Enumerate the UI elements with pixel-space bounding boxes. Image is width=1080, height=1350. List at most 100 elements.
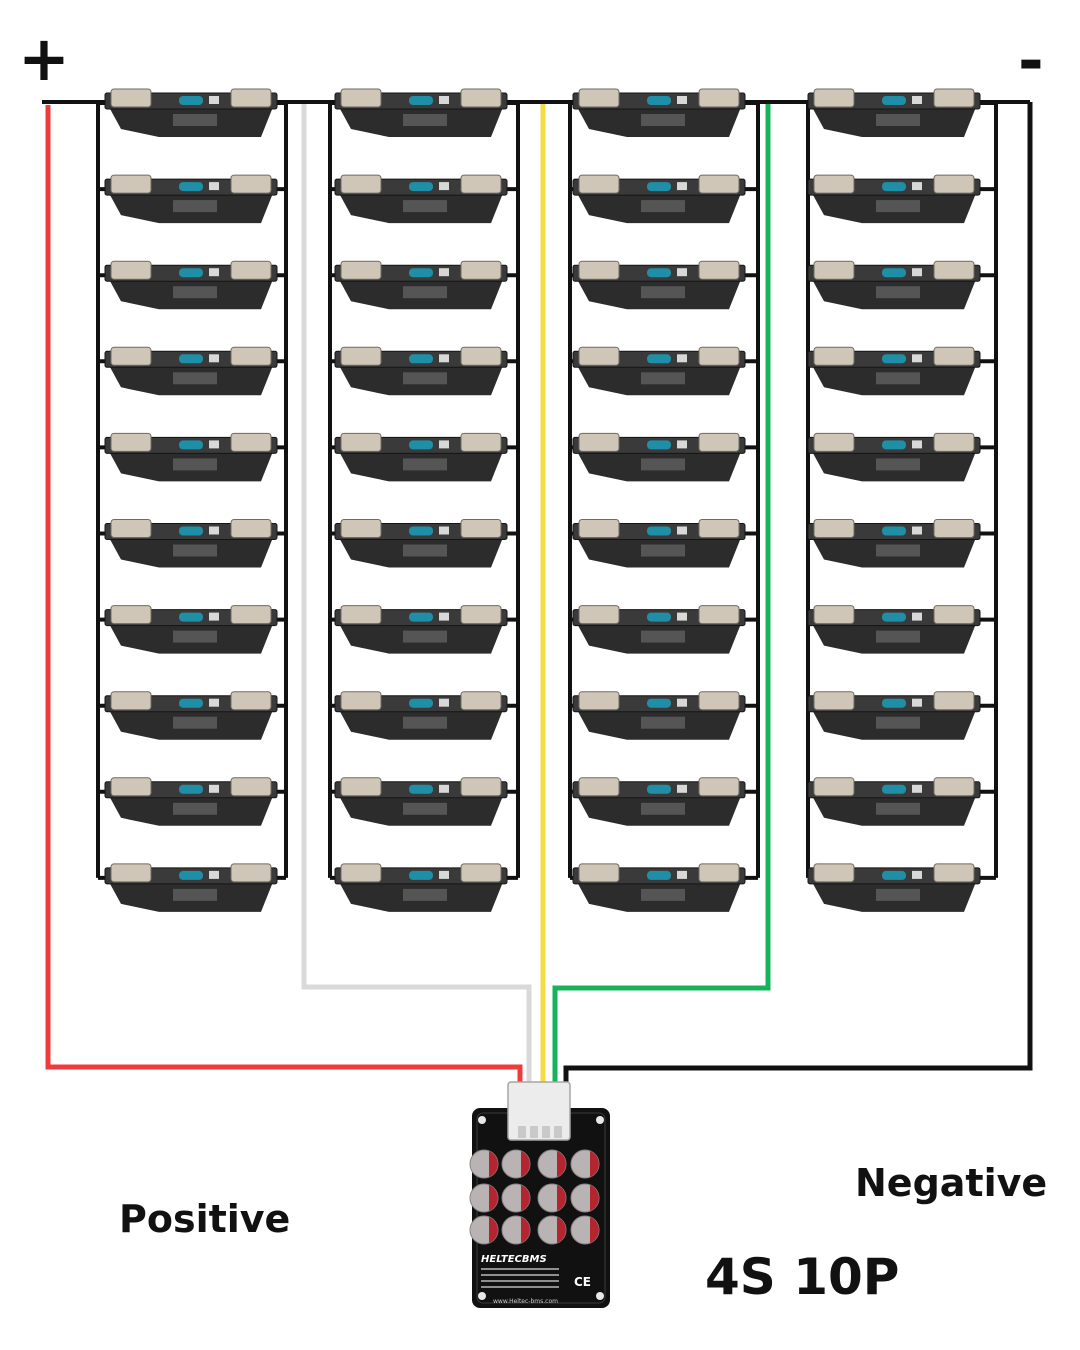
cell-terminal-left [578, 777, 620, 797]
battery-cell [104, 605, 278, 654]
board-spec-line [481, 1274, 559, 1276]
cell-terminal-left [340, 260, 382, 280]
cell-label-sticker [677, 526, 687, 535]
cell-terminal-left [813, 432, 855, 452]
cell-info-label [403, 458, 447, 471]
battery-cell [334, 260, 508, 310]
negative-terminal-sign: - [1018, 24, 1044, 97]
battery-cell [334, 605, 508, 654]
board-spec-line [481, 1286, 559, 1288]
battery-cell [807, 863, 981, 912]
connector-pin [542, 1126, 550, 1138]
cell-terminal-right [933, 863, 975, 883]
cell-label-sticker [439, 526, 449, 535]
battery-cell [572, 346, 746, 396]
cell-terminal-right [460, 691, 502, 711]
cell-info-label [876, 802, 920, 815]
cell-label-sticker [439, 870, 449, 879]
cell-label-sticker [912, 96, 922, 104]
capacitor [501, 1149, 531, 1179]
cell-terminal-left [813, 605, 855, 625]
battery-cell [334, 346, 508, 396]
capacitor-band [590, 1185, 599, 1211]
cell-vent [882, 698, 906, 708]
cell-vent [179, 526, 203, 536]
cell-terminal-left [340, 605, 382, 625]
board-spec-line [481, 1280, 559, 1282]
capacitor-band [489, 1185, 498, 1211]
capacitor-band [489, 1217, 498, 1243]
cell-terminal-left [813, 863, 855, 883]
cell-terminal-left [110, 691, 152, 711]
battery-cell [807, 346, 981, 396]
cell-label-sticker [209, 870, 219, 879]
battery-cell [807, 519, 981, 568]
cell-info-label [403, 200, 447, 213]
cell-terminal-left [110, 260, 152, 280]
cell-label-sticker [912, 182, 922, 191]
cell-vent [179, 698, 203, 708]
cell-vent [647, 698, 671, 708]
cell-vent [409, 354, 433, 364]
cell-label-sticker [912, 698, 922, 707]
battery-cell [572, 605, 746, 654]
cell-terminal-right [698, 605, 740, 625]
cell-label-sticker [209, 440, 219, 449]
cell-info-label [173, 200, 217, 213]
cell-terminal-right [698, 691, 740, 711]
cell-info-label [876, 888, 920, 901]
capacitor-band [521, 1217, 530, 1243]
cell-terminal-left [578, 174, 620, 194]
cell-vent [409, 268, 433, 278]
cell-vent [647, 440, 671, 450]
battery-cell [334, 691, 508, 740]
battery-cell [104, 432, 278, 482]
cell-terminal-left [578, 863, 620, 883]
connector-pin [518, 1126, 526, 1138]
cell-info-label [641, 544, 685, 557]
battery-cell [807, 88, 981, 137]
cell-terminal-right [698, 346, 740, 366]
cell-info-label [173, 458, 217, 471]
wires [42, 100, 1033, 1092]
cell-terminal-right [460, 605, 502, 625]
battery-cell [572, 174, 746, 224]
battery-cell [572, 777, 746, 826]
cell-info-label [173, 716, 217, 729]
cell-info-label [876, 372, 920, 385]
mount-hole [478, 1292, 486, 1300]
capacitor-band [590, 1151, 599, 1177]
cell-label-sticker [912, 612, 922, 621]
cell-vent [882, 182, 906, 192]
cell-terminal-right [698, 863, 740, 883]
ce-mark: CE [574, 1275, 591, 1289]
cell-label-sticker [209, 354, 219, 363]
cell-label-sticker [677, 612, 687, 621]
cell-terminal-left [578, 691, 620, 711]
cell-vent [882, 440, 906, 450]
cell-terminal-right [460, 88, 502, 108]
cell-info-label [641, 372, 685, 385]
cell-info-label [173, 372, 217, 385]
capacitor-band [557, 1151, 566, 1177]
battery-cell [334, 519, 508, 568]
cell-terminal-left [110, 777, 152, 797]
cell-terminal-right [460, 777, 502, 797]
cell-terminal-right [460, 432, 502, 452]
cell-label-sticker [209, 182, 219, 191]
battery-cell [104, 174, 278, 224]
cell-terminal-right [933, 88, 975, 108]
cell-terminal-left [813, 519, 855, 538]
negative-wire [563, 102, 1033, 1092]
battery-cell [104, 777, 278, 826]
cell-terminal-left [813, 777, 855, 797]
capacitor-band [590, 1217, 599, 1243]
cell-terminal-right [230, 691, 272, 711]
cell-terminal-right [698, 432, 740, 452]
cell-label-sticker [912, 870, 922, 879]
cell-label-sticker [439, 268, 449, 277]
cell-info-label [641, 630, 685, 643]
positive-terminal-sign: + [18, 22, 70, 95]
battery-cell [807, 777, 981, 826]
battery-cell [104, 88, 278, 137]
